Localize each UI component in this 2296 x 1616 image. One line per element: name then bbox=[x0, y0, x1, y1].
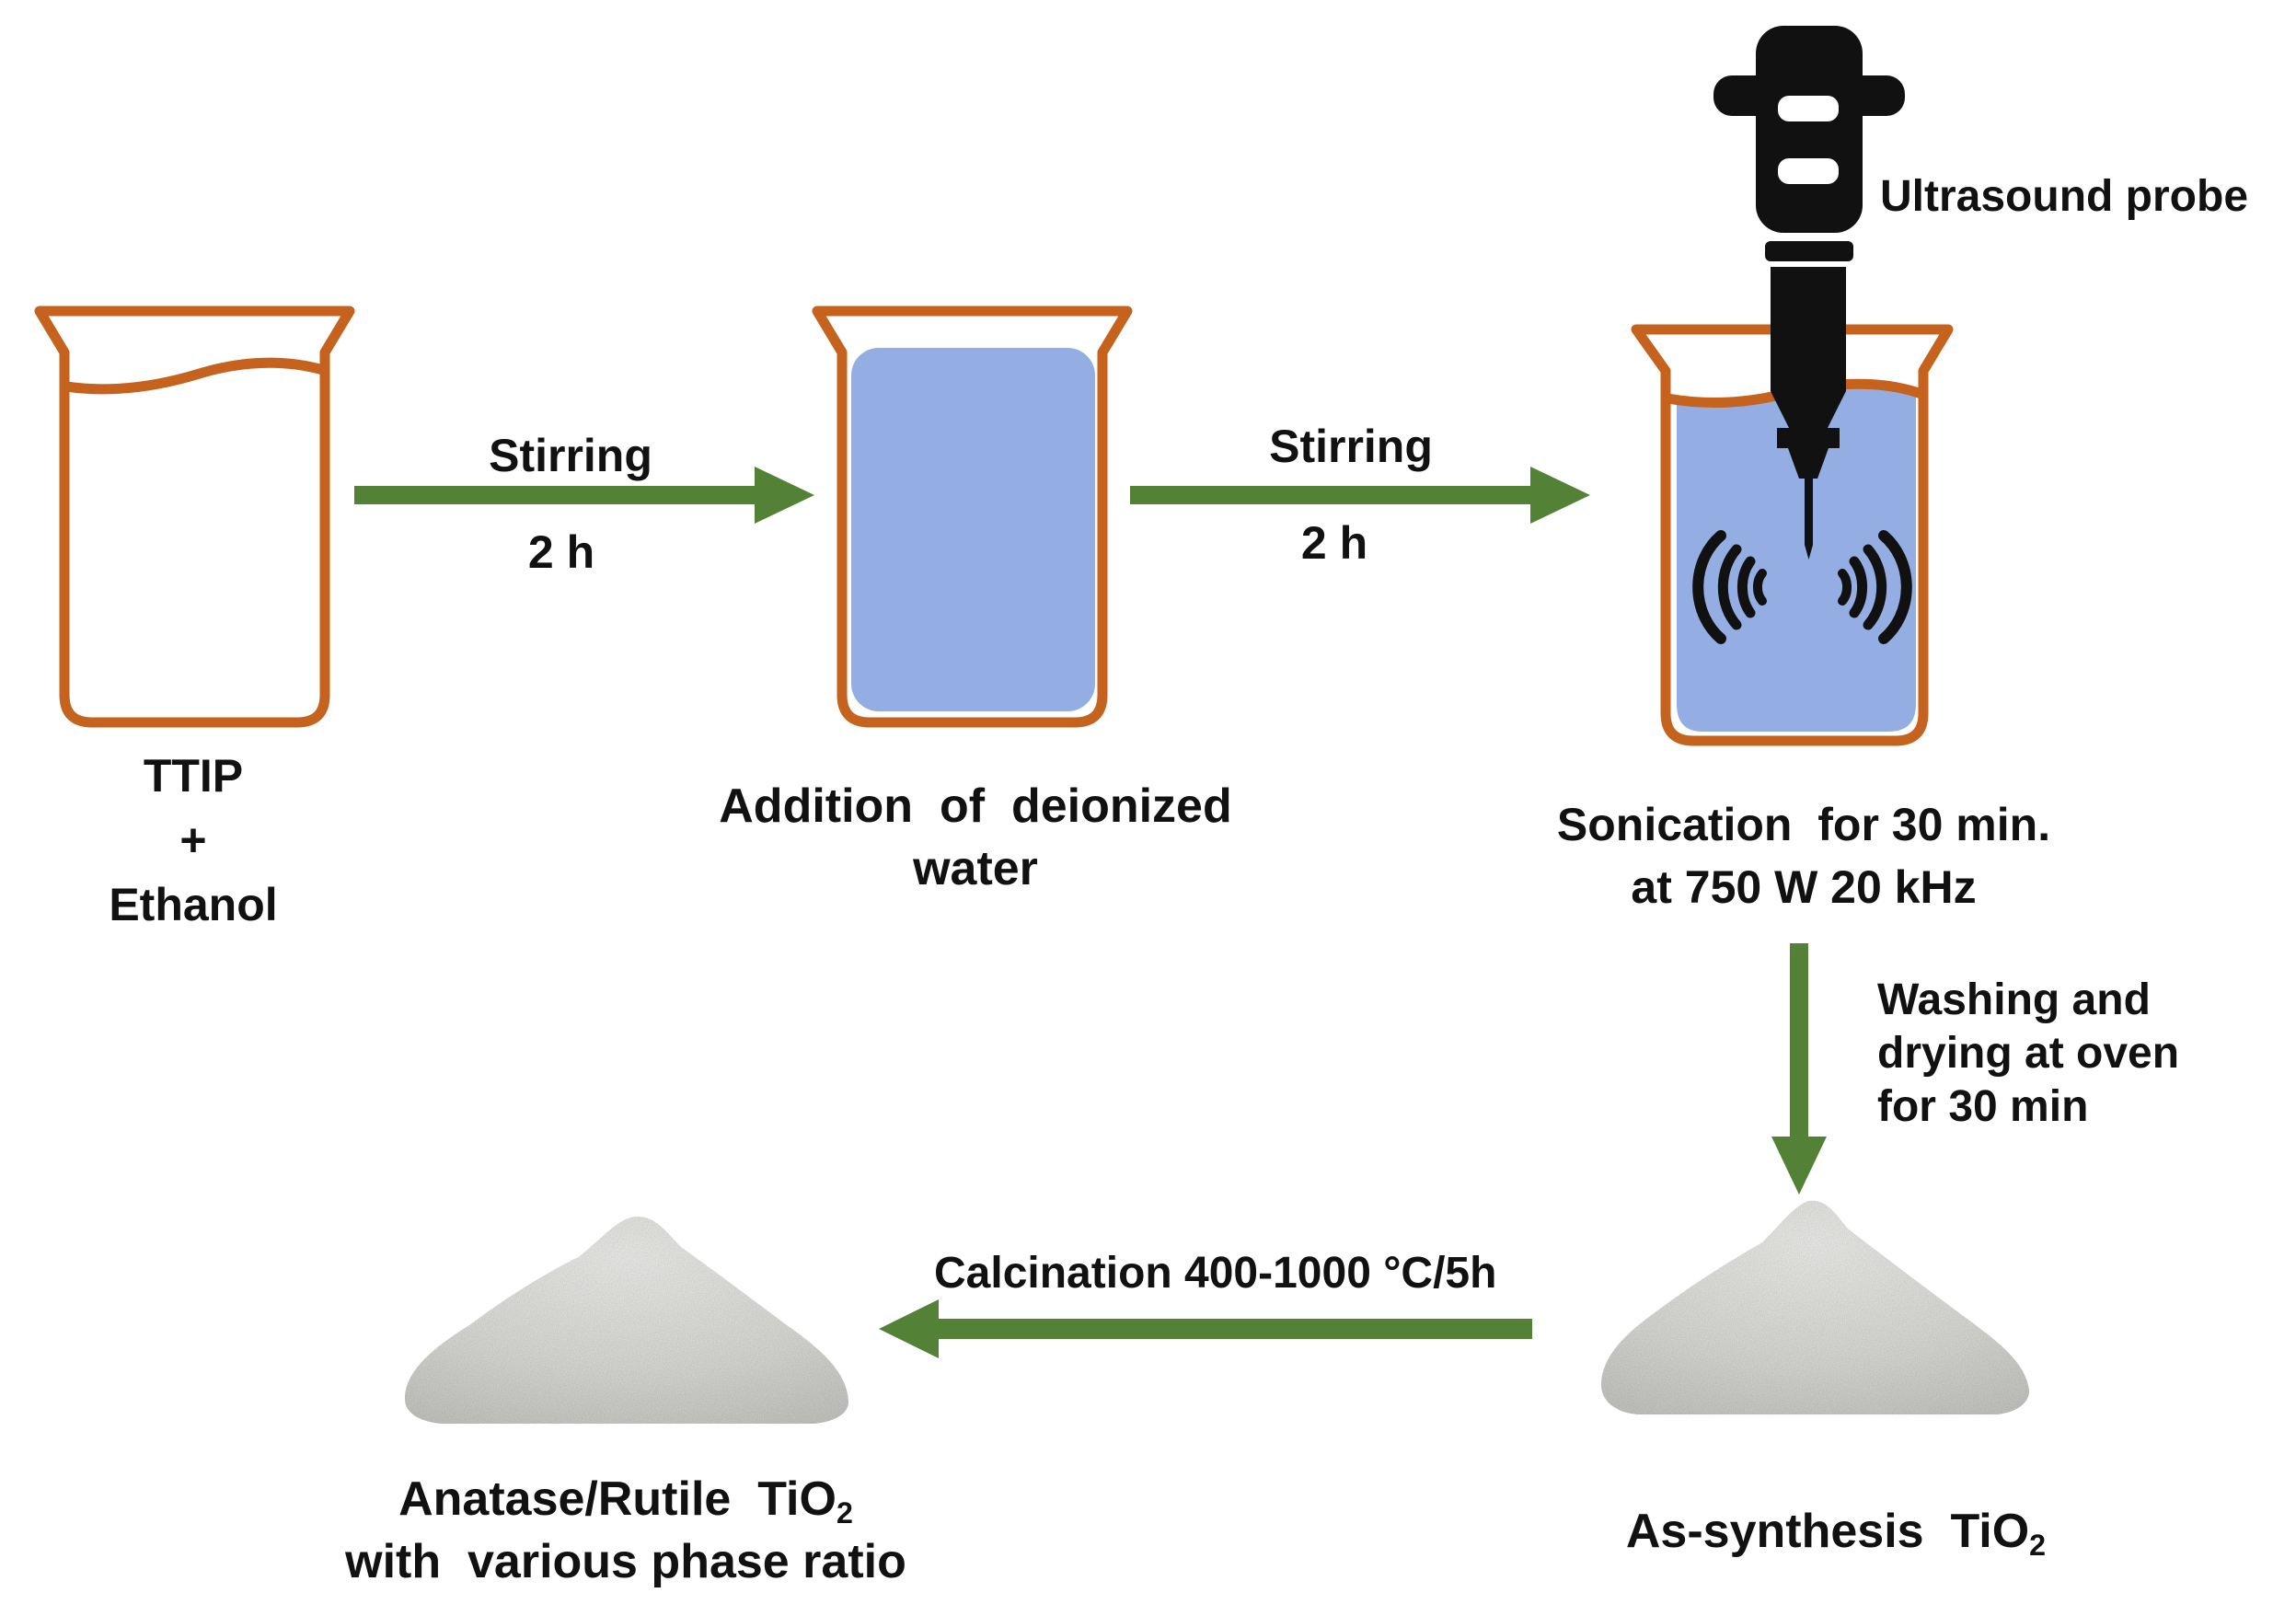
step2-line1: Addition of deionized bbox=[719, 779, 1232, 833]
arrow-left-icon bbox=[879, 1299, 1532, 1358]
step5-line1-sub: 2 bbox=[836, 1496, 853, 1530]
arrow4-label: Calcination 400-1000 °C/5h bbox=[934, 1249, 1497, 1298]
step1-line1: TTIP bbox=[143, 750, 244, 802]
step1-line2: + bbox=[179, 814, 207, 866]
ultrasound-probe-icon bbox=[1713, 26, 1905, 560]
step3-line2: at 750 W 20 kHz bbox=[1631, 861, 1977, 913]
arrow2-bottom-label: 2 h bbox=[1300, 517, 1368, 569]
powder-pile-icon bbox=[405, 1216, 849, 1424]
step5-label: Anatase/Rutile TiO2 with various phase r… bbox=[304, 1468, 948, 1593]
arrow2-top-label: Stirring bbox=[1269, 421, 1433, 472]
arrow-right-icon bbox=[354, 467, 814, 524]
step3-label: Sonication for 30 min. at 750 W 20 kHz bbox=[1500, 793, 2107, 918]
arrow-down-icon bbox=[1771, 943, 1827, 1195]
arrow3-line3: for 30 min bbox=[1877, 1082, 2089, 1131]
arrow3-line2: drying at oven bbox=[1877, 1029, 2180, 1078]
step5-line2: with various phase ratio bbox=[345, 1535, 906, 1588]
step4-label: As-synthesis TiO2 bbox=[1578, 1505, 2094, 1560]
step2-line2: water bbox=[913, 842, 1038, 895]
step1-label: TTIP + Ethanol bbox=[55, 744, 331, 937]
arrow1-top-label: Stirring bbox=[489, 430, 652, 481]
powder-pile-icon bbox=[1601, 1200, 2030, 1414]
step4-text: As-synthesis TiO bbox=[1625, 1505, 2030, 1558]
arrow1-bottom-label: 2 h bbox=[527, 526, 595, 578]
step1-line3: Ethanol bbox=[109, 879, 278, 930]
step2-label: Addition of deionized water bbox=[681, 775, 1270, 900]
beaker-icon bbox=[812, 306, 1133, 728]
sound-wave-icon bbox=[1838, 530, 1912, 644]
sound-wave-icon bbox=[1692, 530, 1767, 644]
step3-line1: Sonication for 30 min. bbox=[1556, 799, 2051, 850]
beaker-icon bbox=[34, 306, 355, 728]
arrow3-line1: Washing and bbox=[1877, 975, 2151, 1024]
step4-sub: 2 bbox=[2029, 1529, 2047, 1563]
arrow-right-icon bbox=[1130, 467, 1590, 524]
arrow3-label: Washing and drying at oven for 30 min bbox=[1877, 974, 2179, 1134]
step5-line1-text: Anatase/Rutile TiO bbox=[398, 1472, 836, 1526]
probe-label: Ultrasound probe bbox=[1880, 172, 2249, 221]
